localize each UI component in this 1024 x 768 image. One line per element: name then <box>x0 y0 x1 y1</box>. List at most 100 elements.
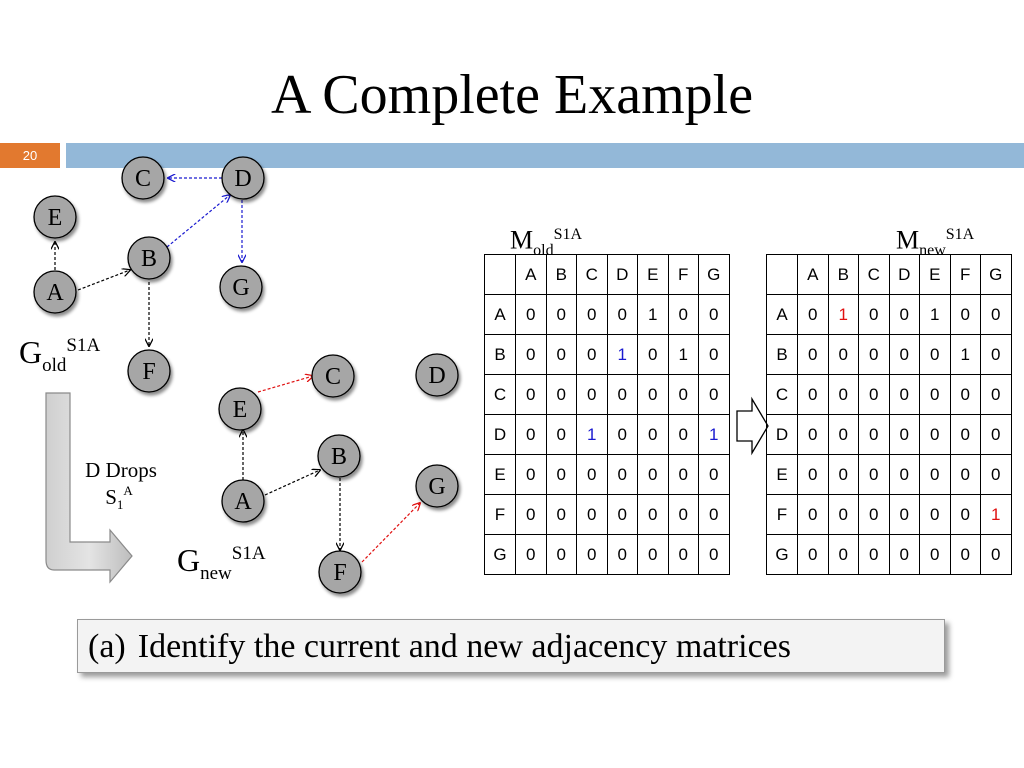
matrix-cell: 0 <box>797 534 829 575</box>
matrix-row-header: F <box>766 494 798 535</box>
matrix-cell: 0 <box>919 414 951 455</box>
edge-new-a-b <box>264 470 320 496</box>
svg-text:A: A <box>234 489 252 515</box>
matrix-cell: 0 <box>698 294 730 335</box>
matrix-cell: 0 <box>576 454 608 495</box>
matrix-cell: 0 <box>980 374 1012 415</box>
node-old-d: D <box>221 156 265 200</box>
matrix-cell: 0 <box>606 534 638 575</box>
matrix-row-header: B <box>766 334 798 375</box>
matrix-cell: 0 <box>888 374 920 415</box>
svg-text:C: C <box>135 166 151 192</box>
matrix-cell: 0 <box>515 294 547 335</box>
matrix-column-header: D <box>888 254 920 295</box>
new-graph-nodes: C D E B G A F <box>218 353 459 594</box>
matrix-cell: 0 <box>980 414 1012 455</box>
matrix-column-header: C <box>576 254 608 295</box>
matrix-cell: 0 <box>980 334 1012 375</box>
matrix-cell: 0 <box>637 414 669 455</box>
matrix-cell: 0 <box>606 414 638 455</box>
matrix-cell: 0 <box>576 294 608 335</box>
matrix-cell: 0 <box>576 334 608 375</box>
matrix-column-header: E <box>919 254 951 295</box>
old-graph-edges <box>55 178 242 346</box>
matrix-cell: 0 <box>949 494 981 535</box>
matrix-corner-cell <box>484 254 516 295</box>
matrix-cell: 1 <box>637 294 669 335</box>
transition-label-line1: D Drops <box>85 458 157 482</box>
matrix-cell: 0 <box>797 374 829 415</box>
node-new-g: G <box>415 464 459 508</box>
matrix-cell: 0 <box>667 374 699 415</box>
matrix-cell: 0 <box>637 374 669 415</box>
matrix-cell: 0 <box>637 454 669 495</box>
matrix-cell: 0 <box>888 334 920 375</box>
matrix-row-header: C <box>484 374 516 415</box>
matrix-column-header: B <box>545 254 577 295</box>
svg-text:D: D <box>234 166 251 192</box>
edge-old-b-d <box>166 195 230 248</box>
matrix-corner-cell <box>766 254 798 295</box>
matrix-cell: 0 <box>949 414 981 455</box>
node-old-a: A <box>33 270 77 314</box>
matrix-row-header: G <box>484 534 516 575</box>
node-new-b: B <box>317 434 361 478</box>
matrix-cell: 0 <box>888 414 920 455</box>
matrix-cell: 0 <box>515 534 547 575</box>
node-old-b: B <box>127 236 171 280</box>
matrix-row-header: F <box>484 494 516 535</box>
matrix-cell: 0 <box>545 414 577 455</box>
matrix-cell: 0 <box>888 454 920 495</box>
matrix-cell: 0 <box>949 374 981 415</box>
matrix-cell: 0 <box>637 534 669 575</box>
matrix-cell: 1 <box>667 334 699 375</box>
edge-old-a-b <box>77 270 130 291</box>
matrix-cell: 0 <box>980 294 1012 335</box>
matrix-cell: 0 <box>919 534 951 575</box>
edge-new-e-c <box>257 376 313 393</box>
page-title: A Complete Example <box>270 64 754 126</box>
svg-text:G: G <box>428 474 445 500</box>
matrix-cell: 1 <box>980 494 1012 535</box>
svg-text:A: A <box>46 280 64 306</box>
matrix-cell: 0 <box>545 374 577 415</box>
matrix-cell: 0 <box>827 414 859 455</box>
matrix-cell: 0 <box>698 534 730 575</box>
matrix-cell: 0 <box>797 294 829 335</box>
matrix-row-header: A <box>766 294 798 335</box>
matrix-cell: 0 <box>980 534 1012 575</box>
matrix-cell: 1 <box>698 414 730 455</box>
matrix-cell: 0 <box>545 494 577 535</box>
matrix-row-header: E <box>766 454 798 495</box>
matrix-row-header: C <box>766 374 798 415</box>
matrix-cell: 0 <box>576 374 608 415</box>
matrix-cell: 0 <box>888 294 920 335</box>
matrix-row-header: D <box>484 414 516 455</box>
matrix-cell: 0 <box>827 534 859 575</box>
matrix-cell: 0 <box>858 494 890 535</box>
matrix-cell: 0 <box>637 334 669 375</box>
matrix-cell: 0 <box>858 374 890 415</box>
svg-text:E: E <box>233 397 248 423</box>
matrix-row-header: E <box>484 454 516 495</box>
matrix-cell: 0 <box>606 454 638 495</box>
svg-text:G: G <box>232 275 249 301</box>
matrix-cell: 0 <box>858 454 890 495</box>
node-new-d: D <box>415 353 459 397</box>
matrix-cell: 0 <box>515 414 547 455</box>
node-old-c: C <box>121 156 165 200</box>
node-old-f: F <box>127 349 171 393</box>
matrix-cell: 0 <box>858 414 890 455</box>
matrix-column-header: B <box>827 254 859 295</box>
matrix-column-header: A <box>797 254 829 295</box>
